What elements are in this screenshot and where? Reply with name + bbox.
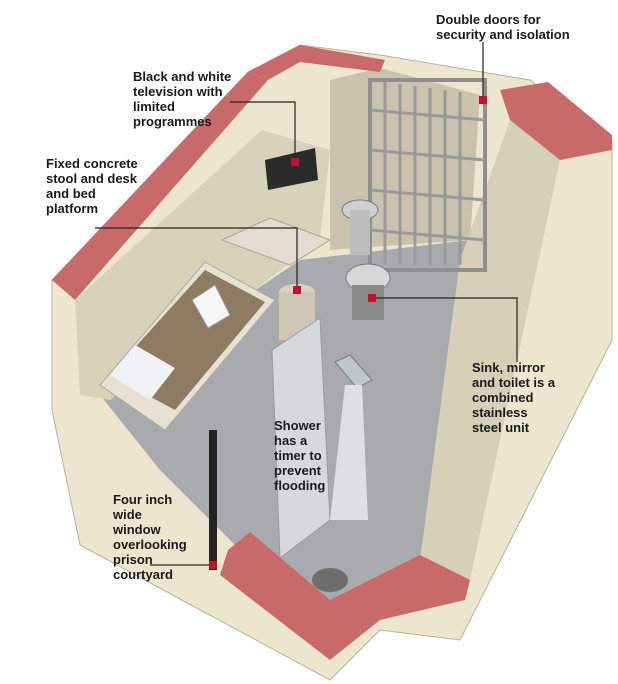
- leader-tv: [230, 101, 296, 162]
- label-television: Black and white television with limited …: [133, 69, 232, 129]
- leader-sink: [372, 297, 518, 362]
- shower-drain: [312, 568, 348, 592]
- door-bars: [369, 82, 486, 265]
- leader-lines: [95, 42, 518, 566]
- label-concrete-furniture: Fixed concrete stool and desk and bed pl…: [46, 156, 138, 216]
- leader-concrete: [95, 227, 298, 290]
- label-sink-toilet: Sink, mirror and toilet is a combined st…: [472, 360, 556, 435]
- wall-top-front: [220, 532, 470, 660]
- toilet-base: [352, 285, 384, 320]
- tv-set: [265, 148, 318, 190]
- wall-top-back-left: [248, 45, 385, 80]
- concrete-desk: [220, 217, 332, 266]
- marker-tv: [291, 158, 299, 166]
- right-inner-wall: [420, 120, 560, 580]
- marker-sink: [368, 294, 376, 302]
- marker-window: [209, 561, 217, 569]
- window-slit: [209, 430, 217, 570]
- wall-top-right: [500, 82, 612, 160]
- marker-concrete: [293, 286, 301, 294]
- label-double-doors: Double doors for security and isolation: [436, 12, 570, 42]
- shower-head: [334, 354, 373, 389]
- shower-light: [330, 385, 368, 520]
- label-shower: Shower has a timer to prevent flooding: [274, 418, 326, 493]
- door-frame: [368, 78, 487, 272]
- wall-top-left: [52, 72, 268, 300]
- bed-pillow: [110, 345, 175, 400]
- label-window: Four inch wide window overlooking prison…: [113, 492, 187, 582]
- bed-book: [191, 284, 231, 329]
- sink-stand: [350, 210, 370, 255]
- markers: [209, 96, 487, 569]
- marker-doors: [479, 96, 487, 104]
